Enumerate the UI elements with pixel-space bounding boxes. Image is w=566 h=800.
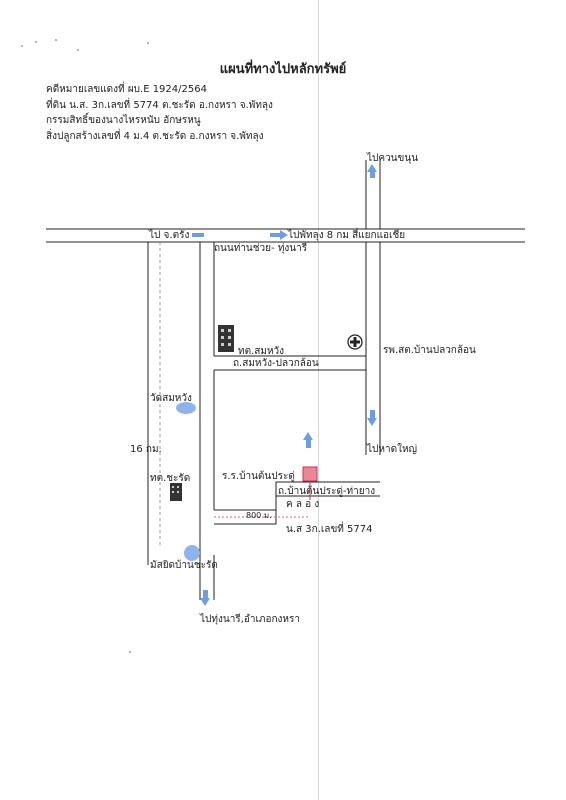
label-to-khuan-khanun: ไปควนขนุน: [367, 153, 419, 164]
arrow-west-icon: [192, 233, 204, 237]
owner: กรรมสิทธิ์ของนางไหรหนับ อักษรหนู: [46, 115, 201, 126]
label-mosque: มัสยิดบ้านชะรัด: [150, 560, 218, 571]
arrow-bottom-icon: [203, 590, 208, 600]
page-title: แผนที่ทางไปหลักทรัพย์: [219, 62, 347, 77]
arrow-bottom-head-icon: [200, 598, 210, 606]
label-road-somwang: ถ.สมหวัง-ปลวกล้อน: [233, 358, 319, 369]
land-deed: ที่ดิน น.ส. 3ก.เลขที่ 5774 ต.ชะรัด อ.กงห…: [46, 99, 273, 111]
temple-icon: [176, 402, 196, 414]
case-number: คดีหมายเลขแดงที่ ผบ.E 1924/2564: [46, 84, 207, 95]
arrow-up-icon: [306, 438, 311, 448]
label-distance-800: 800 ม.: [246, 511, 272, 520]
hospital-cross-icon: [347, 334, 363, 350]
label-road-bantonpradu: ถ.บ้านต้นประดู่-ท่ายาง: [278, 486, 376, 497]
label-road-thungnari: ถนนท่านช่วย- ทุ่งนารี: [214, 243, 308, 254]
label-canal: ค ล อ ง: [286, 499, 320, 510]
building-icon-charat: [170, 483, 182, 501]
label-hospital: รพ.สต.บ้านปลวกล้อน: [383, 345, 476, 356]
building-address: สิ่งปลูกสร้างเลขที่ 4 ม.4 ต.ชะรัด อ.กงหร…: [46, 130, 264, 142]
arrow-east-head-icon: [280, 230, 288, 240]
label-land-no: น.ส 3ก.เลขที่ 5774: [286, 524, 373, 535]
label-to-hat-yai: ไปหาดใหญ่: [367, 444, 418, 455]
direction-arrows: [192, 164, 377, 606]
property-marker-icon: [302, 466, 318, 482]
label-tesaban-somwang: ทต.สมหวัง: [238, 346, 285, 357]
label-to-phatthalung: ไปพัทลุง 8 กม สี่แยกแอเชีย: [288, 230, 406, 241]
building-icon: [218, 325, 234, 352]
arrow-south-icon: [370, 410, 375, 420]
label-wat-somwang: วัดสมหวัง: [150, 393, 192, 404]
property-info: คดีหมายเลขแดงที่ ผบ.E 1924/2564 ที่ดิน น…: [46, 82, 273, 144]
arrow-north-icon: [370, 168, 375, 178]
arrow-east-icon: [270, 233, 282, 237]
arrow-north-head-icon: [367, 164, 377, 172]
arrow-up-head-icon: [303, 432, 313, 440]
paper-fold-line: [318, 0, 319, 800]
building-body-charat: [170, 483, 182, 501]
label-school: ร.ร.บ้านต้นประดู่: [222, 471, 295, 482]
mosque-icon: [184, 545, 200, 561]
label-distance-16: 16 กม.: [130, 444, 162, 455]
label-tesaban-charat: ทต.ชะรัด: [150, 473, 191, 484]
building-body: [218, 325, 234, 352]
label-to-thungnari: ไปทุ่งนารี,อำเภอกงหรา: [200, 614, 301, 625]
roads: [46, 160, 525, 600]
label-to-trang: ไป จ.ตรัง: [149, 230, 190, 241]
arrow-south-head-icon: [367, 418, 377, 426]
